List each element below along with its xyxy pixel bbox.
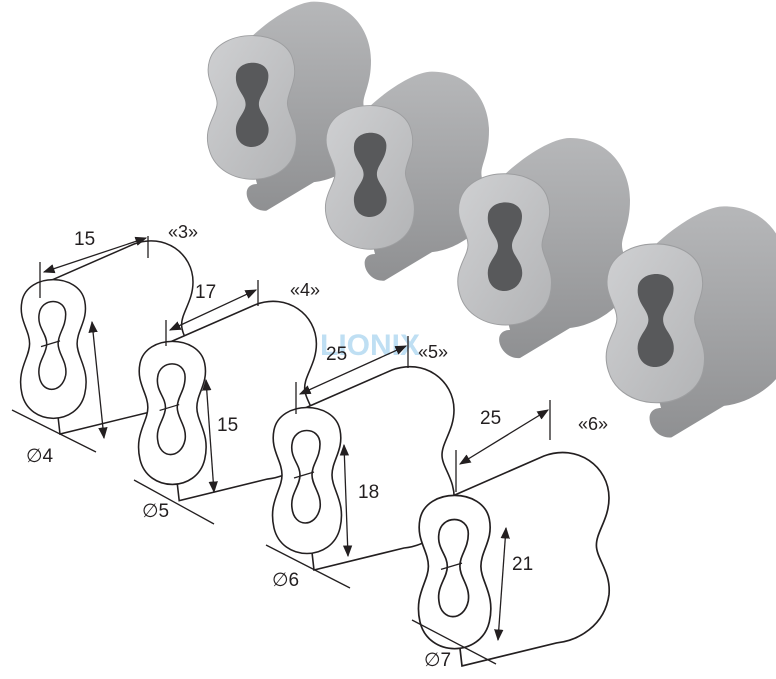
drawing-size-5: 25 «5» 18 ∅6 [265,336,455,591]
drawing-size-3: 15 «3» ∅4 [11,222,198,467]
drawing-size-6: 25 «6» 21 ∅7 [411,400,611,671]
height-value: 18 [358,482,379,503]
size-label: «6» [578,414,608,434]
drawing-size-4: 17 «4» 15 ∅5 [133,280,320,525]
diameter-value: ∅5 [142,501,169,522]
size-label: «4» [290,280,320,300]
length-value: 25 [326,344,347,365]
size-label: «5» [418,342,448,362]
height-value: 21 [512,554,533,575]
photo-sleeve-4 [605,205,776,439]
length-value: 17 [195,282,216,303]
diameter-value: ∅4 [26,446,54,467]
diameter-value: ∅6 [272,570,299,591]
diameter-value: ∅7 [424,650,451,671]
height-value: 15 [217,415,238,436]
size-label: «3» [168,222,198,242]
length-value: 15 [74,229,95,250]
length-value: 25 [480,408,501,429]
photo-sleeve-3 [457,137,631,359]
